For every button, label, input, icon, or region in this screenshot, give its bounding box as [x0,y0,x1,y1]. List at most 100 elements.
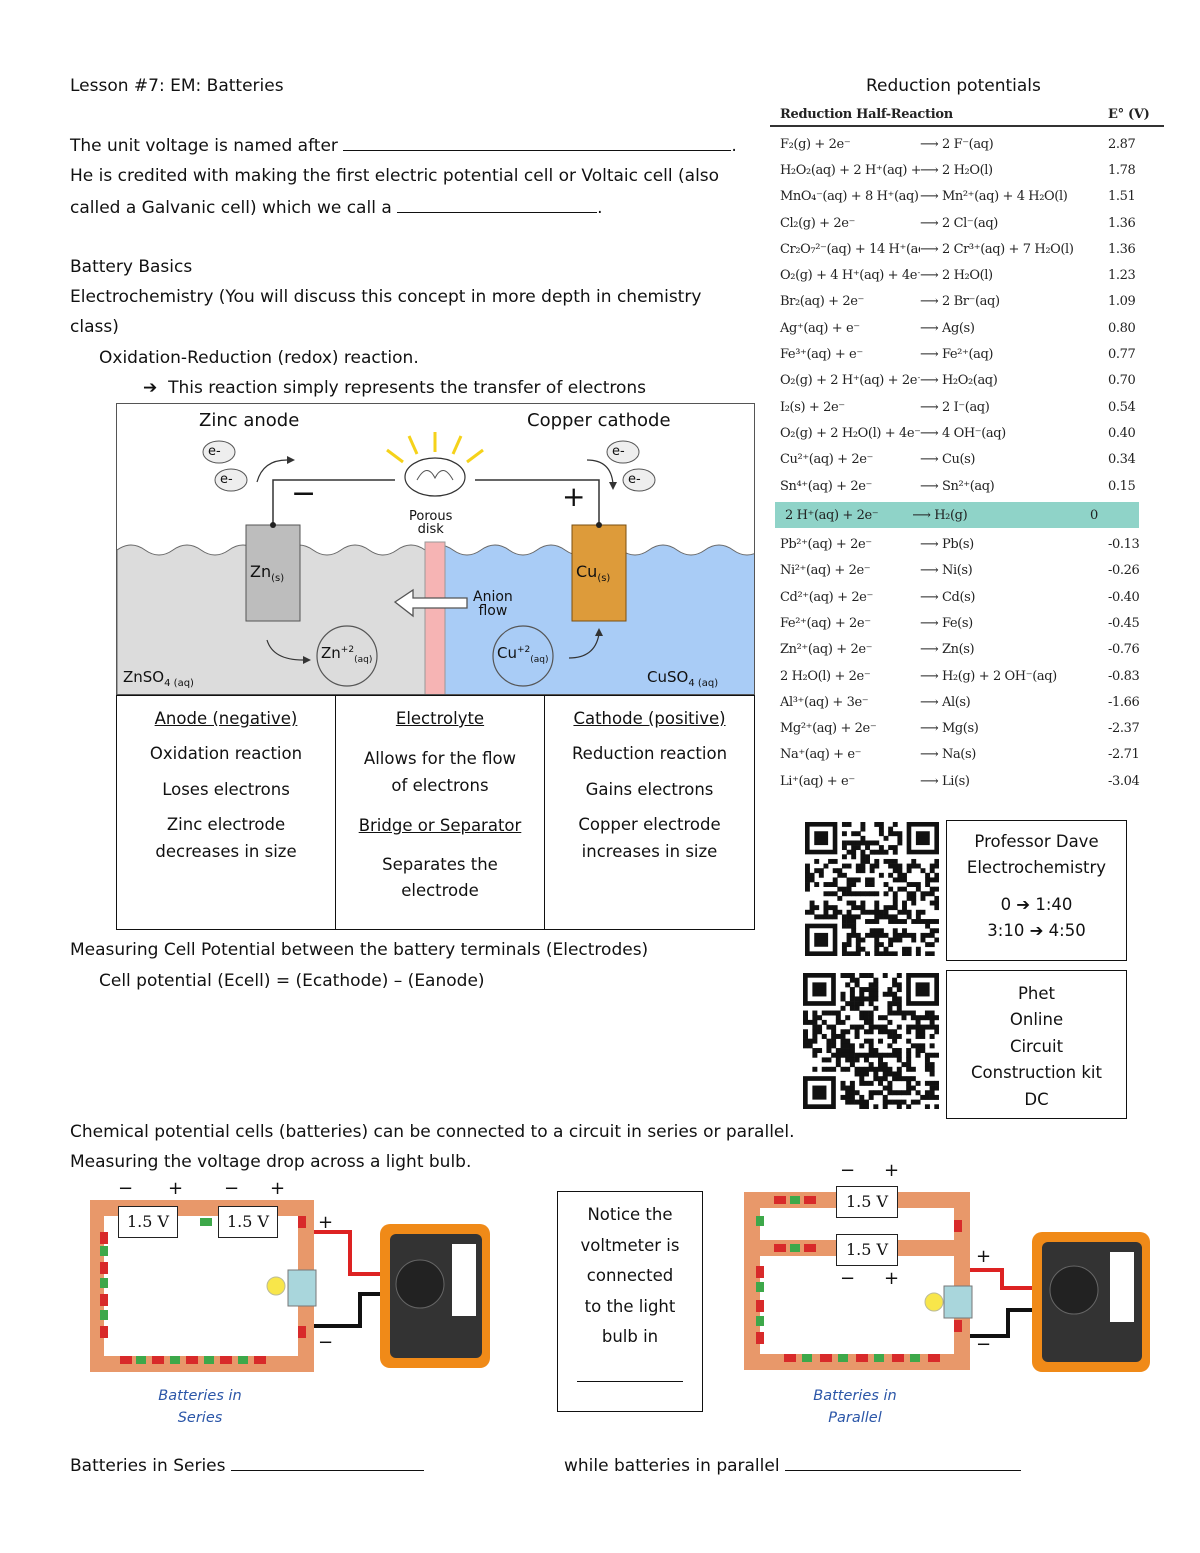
intro-line-2: He is credited with making the first ele… [70,166,720,186]
reduction-row: Sn⁴⁺(aq) + 2e⁻⟶ Sn²⁺(aq)0.15 [770,473,1164,499]
phet-text: Phet [1017,984,1056,1003]
battery-parallel-1: 1.5 V [836,1186,898,1218]
electron-label: e- [612,444,625,459]
cuso4-label: CuSO4 (aq) [647,668,719,689]
zinc-ion-label: Zn+2(aq) [321,644,373,665]
copper-ion-label: Cu+2(aq) [497,644,549,665]
potential-value: 0.15 [1108,478,1136,494]
porous-disk [424,541,446,694]
reduction-row: Ni²⁺(aq) + 2e⁻⟶ Ni(s)-0.26 [770,558,1164,584]
electrolyte-item: of electrons [391,775,489,795]
reduction-row: MnO₄⁻(aq) + 8 H⁺(aq) + 5e⁻⟶ Mn²⁺(aq) + 4… [770,184,1164,210]
potential-value: -0.40 [1108,589,1140,605]
half-reaction: Cd²⁺(aq) + 2e⁻ [780,589,873,605]
cathode-item: Copper electrode [578,815,721,835]
potential-value: 0.54 [1108,399,1136,415]
half-reaction: MnO₄⁻(aq) + 8 H⁺(aq) + 5e⁻ [780,189,920,205]
transfer-line: ➔ This reaction simply represents the tr… [143,378,646,398]
half-reaction: Cr₂O₇²⁻(aq) + 14 H⁺(aq) + 6e⁻ [780,241,920,257]
potential-value: -3.04 [1108,773,1140,789]
measuring-line-1: Measuring Cell Potential between the bat… [70,940,649,960]
product: ⟶ 2 F⁻(aq) [920,136,994,152]
fill-blank-series[interactable] [230,1455,424,1471]
cell-svg [117,432,754,694]
battery-plus: + [884,1268,900,1289]
qr-code-professor-dave[interactable] [805,822,940,957]
reduction-row: H₂O₂(aq) + 2 H⁺(aq) + 2e⁻⟶ 2 H₂O(l)1.78 [770,157,1164,183]
reduction-row: Fe³⁺(aq) + e⁻⟶ Fe²⁺(aq)0.77 [770,341,1164,367]
phet-text: DC [1024,1089,1049,1109]
battery-minus: − [118,1178,134,1199]
fill-blank-2[interactable] [397,197,598,213]
battery-parallel-2: 1.5 V [836,1234,898,1266]
product: ⟶ Sn²⁺(aq) [920,478,995,494]
half-reaction: Br₂(aq) + 2e⁻ [780,294,864,310]
half-reaction: Ag⁺(aq) + e⁻ [780,320,860,336]
cathode-column: Cathode (positive) Reduction reaction Ga… [545,696,754,929]
electron-label: e- [208,444,221,459]
battery-1: 1.5 V [118,1206,178,1238]
meter-minus: − [976,1334,992,1355]
circuits-line-2: Measuring the voltage drop across a ligh… [70,1152,472,1172]
footer-series-text: Batteries in Series [70,1456,226,1476]
bulb-filament [416,470,454,481]
potential-value: -0.76 [1108,642,1140,658]
product: ⟶ Fe²⁺(aq) [920,347,994,363]
col-potential: E° (V) [1108,107,1150,122]
half-reaction: O₂(g) + 4 H⁺(aq) + 4e⁻ [780,268,920,284]
reduction-row: Na⁺(aq) + e⁻⟶ Na(s)-2.71 [770,742,1164,768]
znso4-label: ZnSO4 (aq) [123,668,194,689]
porous-disk-label: Porous disk [409,510,452,536]
cathode-item: increases in size [581,841,718,861]
meter-minus: − [318,1332,334,1353]
footer-series: Batteries in Series [70,1455,424,1476]
potential-value: 0.40 [1108,425,1136,441]
half-reaction: O₂(g) + 2 H₂O(l) + 4e⁻ [780,425,920,441]
reduction-row: Cr₂O₇²⁻(aq) + 14 H⁺(aq) + 6e⁻⟶ 2 Cr³⁺(aq… [770,236,1164,262]
half-reaction: Ni²⁺(aq) + 2e⁻ [780,563,871,579]
cathode-heading: Cathode (positive) [573,709,726,728]
fill-blank-parallel[interactable] [784,1455,1021,1471]
electron-label: e- [628,472,641,487]
cathode-item: Reduction reaction [571,744,728,764]
product: ⟶ Mn²⁺(aq) + 4 H₂O(l) [920,189,1068,205]
footer-parallel-text: while batteries in parallel [564,1456,780,1476]
potential-value: 2.87 [1108,136,1136,152]
measuring-line-2: Cell potential (Ecell) = (Ecathode) – (E… [99,971,485,991]
reduction-row: Cu²⁺(aq) + 2e⁻⟶ Cu(s)0.34 [770,447,1164,473]
reduction-row-highlight: 2 H⁺(aq) + 2e⁻ ⟶ H₂(g) 0 [775,502,1139,529]
potential-value: 1.23 [1108,268,1136,284]
parallel-circuit: 1.5 V 1.5 V − + − + + − [744,1160,1156,1372]
zn-label: Zn(s) [250,562,285,585]
intro-end-3: . [597,198,603,218]
anion-flow-arrow [393,588,468,618]
intro-text-1: The unit voltage is named after [70,136,338,156]
redox-line: Oxidation-Reduction (redox) reaction. [99,348,419,368]
porous-word: Porous [409,509,453,524]
minus-terminal: − [291,476,317,511]
potential-value: 1.51 [1108,189,1136,205]
potential-value: 1.36 [1108,241,1136,257]
reduction-row: O₂(g) + 2 H⁺(aq) + 2e⁻⟶ H₂O₂(aq)0.70 [770,368,1164,394]
fill-blank-1[interactable] [343,135,732,151]
series-circuit: 1.5 V 1.5 V − + − + + − [90,1176,500,1376]
half-reaction: 2 H₂O(l) + 2e⁻ [780,668,871,684]
bridge-heading: Bridge or Separator [358,816,522,836]
potential-value: -0.45 [1108,615,1140,631]
transfer-text: This reaction simply represents the tran… [168,378,647,398]
qr-code-phet[interactable] [803,973,940,1110]
notice-blank[interactable] [577,1380,683,1382]
potential-value: 0.34 [1108,452,1136,468]
reduction-row: Mg²⁺(aq) + 2e⁻⟶ Mg(s)-2.37 [770,716,1164,742]
lesson-title: Lesson #7: EM: Batteries [70,76,284,96]
notice-text: Notice the [587,1205,673,1224]
zinc-ion-circle [316,625,378,687]
anode-heading: Anode (negative) [154,709,298,728]
electrochem-line-2: class) [70,317,119,337]
reduction-row: F₂(g) + 2e⁻⟶ 2 F⁻(aq)2.87 [770,131,1164,157]
zinc-anode-label: Zinc anode [199,410,300,431]
arrow-icon: ➔ [143,378,158,398]
product: ⟶ Ag(s) [920,320,975,336]
potential-value: -1.66 [1108,694,1140,710]
